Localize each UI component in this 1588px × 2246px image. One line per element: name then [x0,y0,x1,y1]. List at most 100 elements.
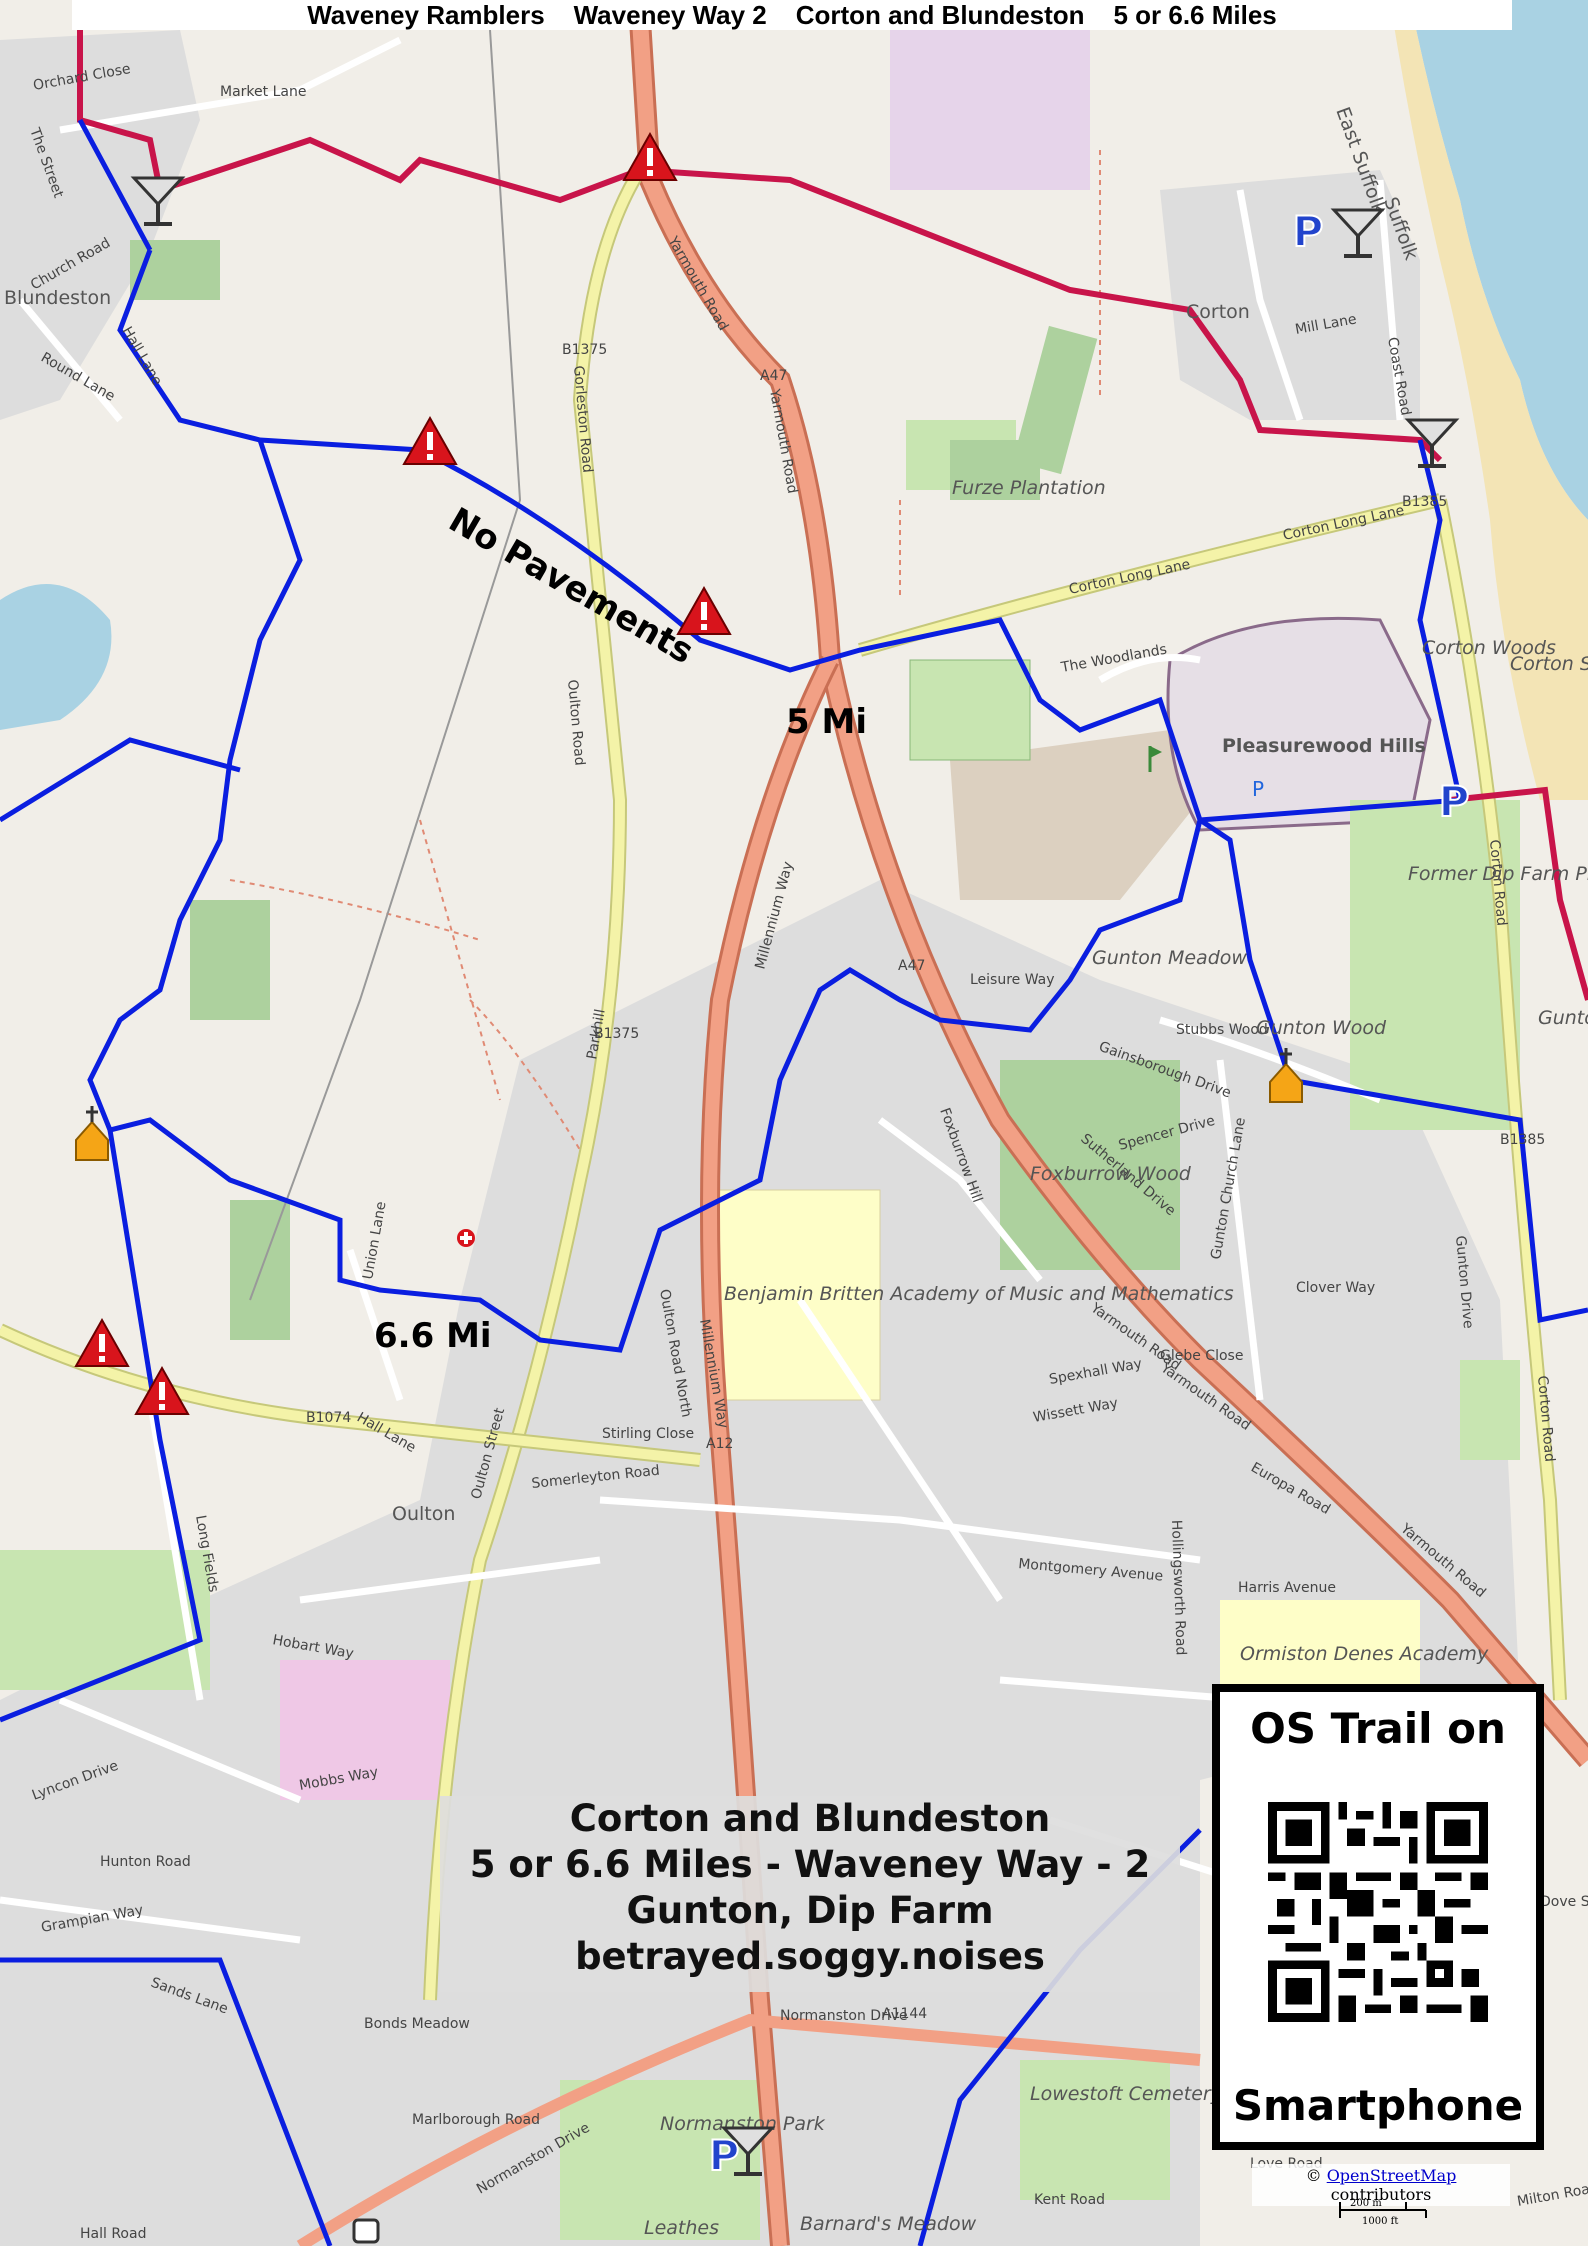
label-b1074: B1074 [306,1410,351,1426]
church-icon[interactable] [1269,1048,1303,1103]
place-foxburrow: Foxburrow Wood [1030,1163,1192,1185]
label-glebe-close: Glebe Close [1160,1348,1243,1364]
route-walk-blue-loop2[interactable] [1199,797,1461,823]
label-hall-road: Hall Road [80,2226,146,2242]
pub-icon[interactable] [1330,208,1386,258]
pub-icon[interactable] [1404,418,1460,468]
scale-metric-label: 200 m [1350,2198,1382,2209]
label-a1144: A1144 [882,2006,927,2022]
place-ormiston: Ormiston Denes Academy [1240,1643,1489,1665]
header-banner: Waveney Ramblers Waveney Way 2 Corton an… [72,0,1512,30]
qr-code[interactable] [1268,1802,1488,2022]
route-walk-blue-west[interactable] [0,737,241,823]
place-lowestoft-cemetery: Lowestoft Cemetery [1030,2083,1223,2105]
label-oulton-road: Oulton Road [564,679,587,766]
pub-icon[interactable] [130,176,186,226]
golf-icon [1148,746,1162,772]
label-leisure-way: Leisure Way [970,972,1055,988]
route-walk-blue-loop[interactable] [87,439,1203,1353]
openstreetmap-link[interactable]: OpenStreetMap [1326,2166,1457,2185]
label-hollingsworth: Hollingsworth Road [1168,1520,1189,1656]
distance-marker-6-6mi: 6.6 Mi [374,1316,492,1356]
lake-west [0,584,112,730]
footpaths [229,150,1101,1151]
corton-road-inner [1435,499,1565,1701]
walk-info-what3words: betrayed.soggy.noises [575,1935,1045,1978]
green-field [1460,1360,1520,1460]
label-clover-way: Clover Way [1296,1280,1375,1296]
label-marlborough: Marlborough Road [412,2112,540,2128]
label-hunton-road: Hunton Road [100,1854,191,1870]
attribution-contributors: contributors [1330,2185,1432,2204]
svg-text:P: P [1439,777,1470,826]
hazard-icon[interactable] [74,1317,130,1367]
place-oulton: Oulton [392,1503,455,1525]
route-walk-blue-south[interactable] [0,1129,203,1723]
label-bonds-meadow: Bonds Meadow [364,2016,470,2032]
bus-icon[interactable] [352,2218,380,2244]
qr-panel-bottom-text: Smartphone [1232,2081,1524,2130]
hazard-icon[interactable] [134,1365,190,1415]
place-corton-sands: Corton Sands [1510,653,1588,675]
label-b1375-2: B1375 [594,1026,639,1042]
walk-info-places: Gunton, Dip Farm [626,1889,994,1932]
label-harris: Harris Avenue [1238,1580,1336,1596]
route-walk-blue-sw[interactable] [0,1957,333,2246]
label-a47-2: A47 [898,958,925,974]
label-dove-street: Dove Street [1540,1894,1588,1910]
header-group: Waveney Ramblers [307,0,545,30]
place-blundeston: Blundeston [4,287,111,309]
cemetery [1020,2060,1170,2200]
railway-line [249,29,522,1301]
corton-long-lane-inner [858,495,1442,655]
furze-plantation [950,440,1040,500]
sea [1410,0,1588,520]
parking-icon[interactable]: P [1438,776,1471,827]
place-barnards: Barnard's Meadow [800,2213,977,2235]
label-a47-1: A47 [760,368,787,384]
route-waveney-way-red-2[interactable] [1449,786,1588,1001]
minor-roads [0,36,1404,1944]
church-icon[interactable] [75,1106,109,1161]
svg-text:P: P [709,2131,740,2180]
parking-icon-small: P [1252,777,1264,801]
hazard-icon[interactable] [622,131,678,181]
pub-icon[interactable] [720,2126,776,2176]
b1375-road-inner [425,167,645,2001]
route-walk-blue-north[interactable] [77,118,153,252]
parking-icon[interactable]: P [1292,206,1325,257]
label-market-lane: Market Lane [220,84,306,100]
label-b1375-1: B1375 [562,342,607,358]
pleasurewood-hills [1166,616,1432,832]
place-normanston-park: Normanston Park [660,2113,826,2135]
green-wood-mid [190,900,270,1020]
hazard-icon[interactable] [676,585,732,635]
label-stirling-close: Stirling Close [602,1426,694,1442]
label-corton-road-2: Corton Road [1534,1375,1557,1463]
a1144-road [296,2013,1201,2246]
qr-panel-top-text: OS Trail on [1250,1704,1506,1753]
label-stubbs-wood: Stubbs Wood [1176,1022,1268,1038]
label-kent-road: Kent Road [1034,2192,1105,2208]
parking-icon[interactable]: P [708,2130,741,2181]
hazard-icon[interactable] [402,415,458,465]
header-distance: 5 or 6.6 Miles [1113,0,1277,30]
label-a12: A12 [706,1436,733,1452]
osm-attribution: © OpenStreetMap contributors [1252,2164,1510,2206]
route-waveney-way-red[interactable] [77,30,1443,463]
qr-panel[interactable]: OS Trail on Smartphone [1212,1684,1544,2150]
place-corton-woods: Corton Woods [1422,637,1556,659]
a47-road-inner [632,19,1588,1766]
hospital-icon[interactable] [457,1229,475,1247]
place-furze: Furze Plantation [952,477,1106,499]
school-oulton [280,1660,450,1800]
route-walk-blue-east[interactable] [1417,439,1463,801]
walk-info-box: Corton and Blundeston 5 or 6.6 Miles - W… [440,1796,1180,1992]
place-gunton-wood: Gunton Wood [1256,1017,1387,1039]
park-2 [1012,325,1098,475]
place-gunton-warren: Gunton Warren [1538,1007,1588,1029]
label-b1385-2: B1385 [1500,1132,1545,1148]
walk-info-distance: 5 or 6.6 Miles - Waveney Way - 2 [469,1843,1151,1886]
residential-blundeston [0,30,200,420]
